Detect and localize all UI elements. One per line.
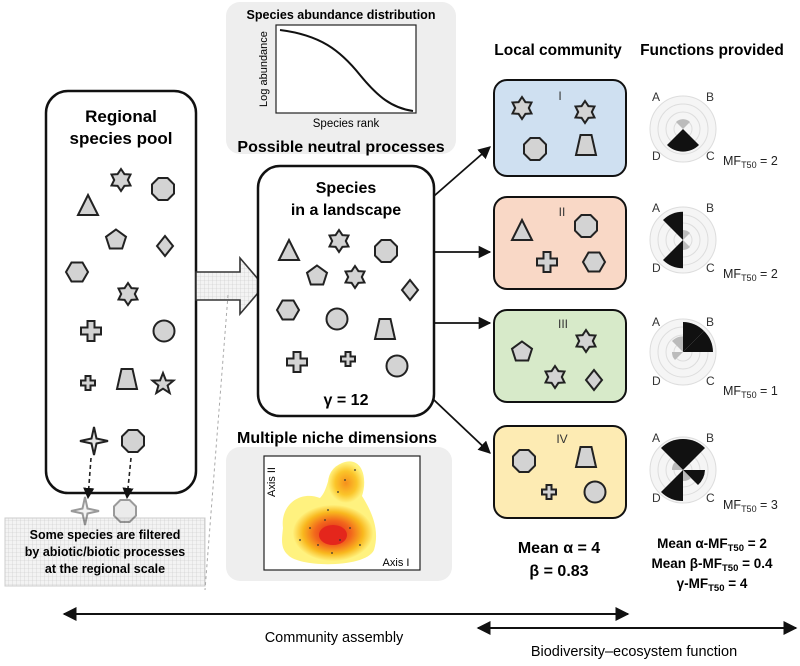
- svg-text:A: A: [652, 431, 660, 445]
- bef-label: Biodiversity–ecosystem function: [531, 644, 737, 660]
- landscape-title-2: in a landscape: [291, 202, 401, 219]
- sad-title: Species abundance distribution: [247, 8, 436, 22]
- svg-text:D: D: [652, 491, 661, 505]
- community-ii-numeral: II: [559, 205, 566, 219]
- community-iii-numeral: III: [558, 317, 568, 331]
- sad-ylabel: Log abundance: [258, 31, 270, 107]
- neutral-caption: Possible neutral processes: [237, 139, 444, 156]
- svg-text:D: D: [652, 149, 661, 163]
- svg-text:B: B: [706, 90, 714, 104]
- svg-text:MFT50 = 3: MFT50 = 3: [723, 498, 778, 514]
- svg-text:C: C: [706, 374, 715, 388]
- beta-value: β = 0.83: [529, 563, 588, 580]
- svg-text:B: B: [706, 201, 714, 215]
- svg-text:A: A: [652, 315, 660, 329]
- community-iv-numeral: IV: [556, 432, 567, 446]
- mean-alpha: Mean α = 4: [518, 540, 600, 557]
- local-community-header: Local community: [494, 42, 622, 59]
- mean-beta-mf: Mean β-MFT50 = 0.4: [651, 556, 773, 574]
- sad-xlabel: Species rank: [313, 118, 380, 130]
- niche-axis1: Axis I: [383, 557, 410, 569]
- svg-text:C: C: [706, 491, 715, 505]
- niche-axis2: Axis II: [266, 467, 278, 497]
- gamma-value: γ = 12: [324, 392, 369, 409]
- community-ii: II: [493, 196, 627, 290]
- svg-text:MFT50 = 1: MFT50 = 1: [723, 384, 778, 400]
- sad-plot-area: [275, 24, 417, 114]
- community-i-numeral: I: [558, 89, 561, 103]
- radar-iii: [649, 318, 717, 386]
- niche-heatmap: [282, 461, 377, 565]
- radar-ii: [649, 206, 717, 274]
- svg-text:B: B: [706, 431, 714, 445]
- radar-labels: A B D C A B D C A B D C A B D C: [652, 90, 715, 505]
- radar-i: [649, 95, 717, 163]
- landscape-box: [256, 164, 436, 418]
- radar-iv: [649, 436, 717, 504]
- filter-note-3: at the regional scale: [45, 562, 165, 576]
- svg-text:A: A: [652, 90, 660, 104]
- community-i: I: [493, 79, 627, 177]
- sad-curve: [279, 29, 414, 112]
- filter-note-box: [4, 517, 206, 587]
- filter-note-1: Some species are filtered: [30, 528, 181, 542]
- svg-text:C: C: [706, 261, 715, 275]
- regional-pool-title-2: species pool: [70, 129, 173, 148]
- landscape-title-1: Species: [316, 180, 377, 197]
- svg-text:D: D: [652, 261, 661, 275]
- mf-labels: MFT50 = 2 MFT50 = 2 MFT50 = 1 MFT50 = 3: [723, 154, 778, 514]
- functions-header: Functions provided: [640, 42, 784, 59]
- community-iv: IV: [493, 425, 627, 519]
- svg-text:A: A: [652, 201, 660, 215]
- regional-pool-title-1: Regional: [85, 107, 157, 126]
- gamma-mf: γ-MFT50 = 4: [677, 576, 748, 594]
- pool-to-landscape-arrow: [195, 255, 266, 317]
- mean-alpha-mf: Mean α-MFT50 = 2: [657, 536, 767, 554]
- svg-text:D: D: [652, 374, 661, 388]
- community-assembly-label: Community assembly: [265, 630, 404, 646]
- niche-caption: Multiple niche dimensions: [237, 430, 437, 447]
- svg-text:MFT50 = 2: MFT50 = 2: [723, 267, 778, 283]
- filter-note-2: by abiotic/biotic processes: [25, 545, 186, 559]
- community-iii: III: [493, 309, 627, 403]
- svg-text:B: B: [706, 315, 714, 329]
- svg-text:C: C: [706, 149, 715, 163]
- svg-text:MFT50 = 2: MFT50 = 2: [723, 154, 778, 170]
